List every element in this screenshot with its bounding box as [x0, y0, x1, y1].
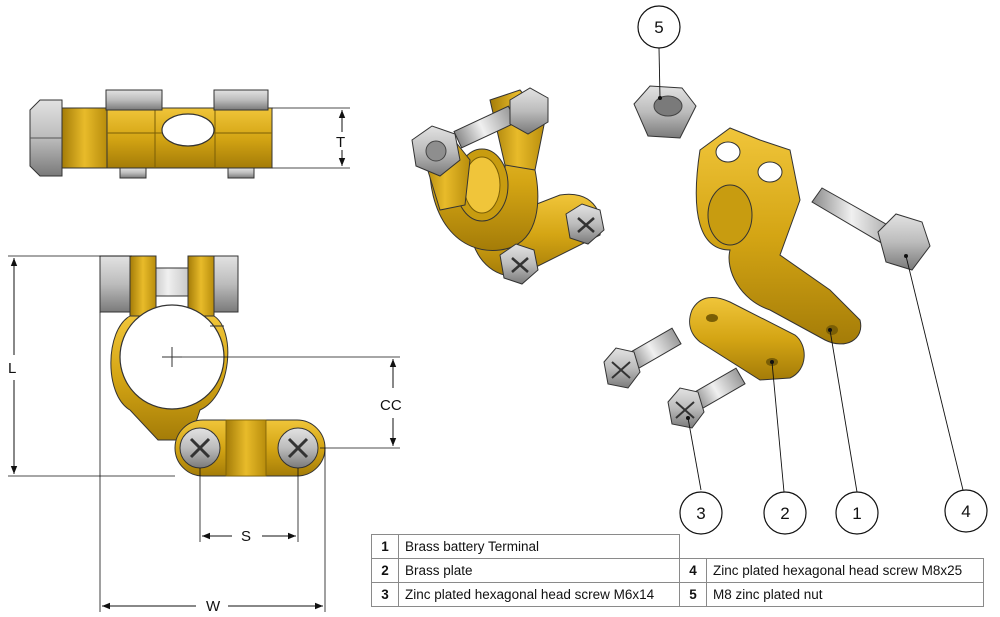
callout-5: 5 [637, 5, 681, 49]
part-description: M8 zinc plated nut [706, 582, 984, 607]
assembled-view [411, 87, 605, 285]
svg-text:4: 4 [961, 502, 970, 521]
part-3-screw [667, 367, 746, 429]
parts-table-row: 2 Brass plate 4 Zinc plated hexagonal he… [371, 558, 984, 583]
exploded-view: 5 3 2 1 4 [603, 5, 988, 535]
parts-table-row: 1 Brass battery Terminal [371, 534, 984, 559]
dim-t-label: T [336, 134, 345, 151]
part-1-terminal [695, 127, 862, 345]
parts-table-row: 3 Zinc plated hexagonal head screw M6x14… [371, 582, 984, 607]
svg-text:5: 5 [654, 18, 663, 37]
dim-w-label: W [206, 598, 221, 615]
part-number: 4 [679, 558, 707, 583]
top-view-bolt-head [105, 89, 163, 111]
svg-text:1: 1 [852, 504, 861, 523]
assembled-screw [499, 243, 539, 285]
dim-s-label: S [241, 528, 251, 545]
callout-4: 4 [944, 489, 988, 533]
dim-cc-label: CC [380, 397, 402, 414]
top-view-step [61, 107, 108, 169]
front-view: L CC S W [8, 255, 402, 615]
part-5-nut [633, 85, 697, 139]
front-view-screw [277, 427, 319, 469]
top-view-opening [161, 113, 215, 147]
part-3-screw [603, 327, 682, 389]
part-description: Brass battery Terminal [398, 534, 680, 559]
svg-text:2: 2 [780, 504, 789, 523]
part-number: 5 [679, 582, 707, 607]
svg-text:3: 3 [696, 504, 705, 523]
top-view-bolt-head [213, 89, 269, 111]
parts-table: 1 Brass battery Terminal 2 Brass plate 4… [371, 534, 984, 607]
callout-1: 1 [835, 491, 879, 535]
callout-3: 3 [679, 491, 723, 535]
part-description: Zinc plated hexagonal head screw M8x25 [706, 558, 984, 583]
part-description: Brass plate [398, 558, 680, 583]
part-2-plate [689, 297, 805, 381]
part-number: 3 [371, 582, 399, 607]
part-description: Zinc plated hexagonal head screw M6x14 [398, 582, 680, 607]
callout-2: 2 [763, 491, 807, 535]
top-view: T [29, 89, 350, 179]
part-number: 2 [371, 558, 399, 583]
dim-l-label: L [8, 360, 16, 377]
part-4-bolt [811, 187, 931, 271]
part-number: 1 [371, 534, 399, 559]
assembled-screw [565, 203, 605, 245]
front-view-screw [179, 427, 221, 469]
